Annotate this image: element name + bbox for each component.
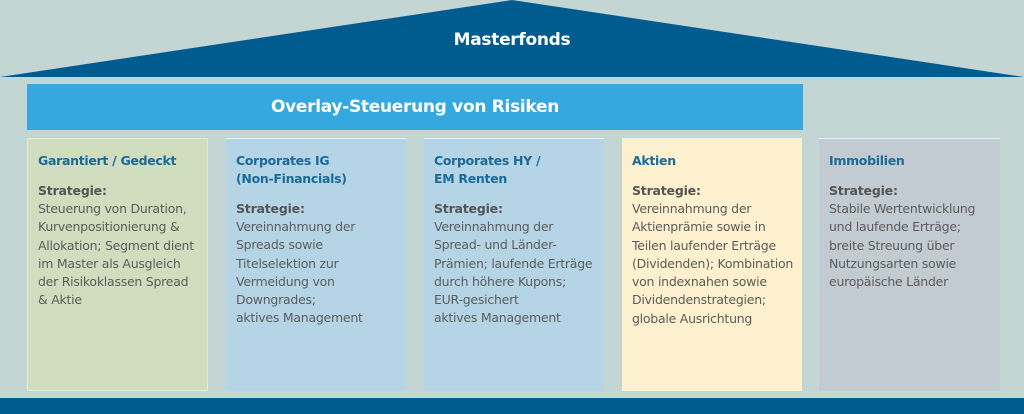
pillar-aktien: Aktien Strategie: Vereinnahmung der Akti… [622,138,802,391]
masterfonds-title: Masterfonds [453,30,571,50]
pillar-title: Corporates IG (Non-Financials) [236,153,347,186]
strategy-label: Strategie: [434,201,503,216]
pillar-title: Corporates HY / EM Renten [434,153,541,186]
pillar-immobilien: Immobilien Strategie: Stabile Wertentwic… [819,138,1000,391]
pillar-garantiert: Garantiert / Gedeckt Strategie: Steuerun… [27,138,208,391]
overlay-title: Overlay-Steuerung von Risiken [271,97,559,117]
strategy-label: Strategie: [38,183,107,198]
foundation-bar [0,398,1024,414]
strategy-text: Vereinnahmung der Spread- und Länder- Pr… [434,219,593,326]
pillar-corporates-ig: Corporates IG (Non-Financials) Strategie… [226,138,406,391]
strategy-text: Vereinnahmung der Aktienprämie sowie in … [632,201,794,326]
roof-shape [0,0,1024,77]
pillar-title: Aktien [632,153,676,168]
strategy-label: Strategie: [236,201,305,216]
strategy-label: Strategie: [829,183,898,198]
pillar-title: Immobilien [829,153,905,168]
overlay-bar: Overlay-Steuerung von Risiken [27,84,803,130]
pillar-corporates-hy: Corporates HY / EM Renten Strategie: Ver… [424,138,604,391]
strategy-text: Steuerung von Duration, Kurvenpositionie… [38,201,194,308]
strategy-text: Vereinnahmung der Spreads sowie Titelsel… [236,219,363,326]
pillar-title: Garantiert / Gedeckt [38,153,177,168]
strategy-label: Strategie: [632,183,701,198]
strategy-text: Stabile Wertentwicklung und laufende Ert… [829,201,976,290]
